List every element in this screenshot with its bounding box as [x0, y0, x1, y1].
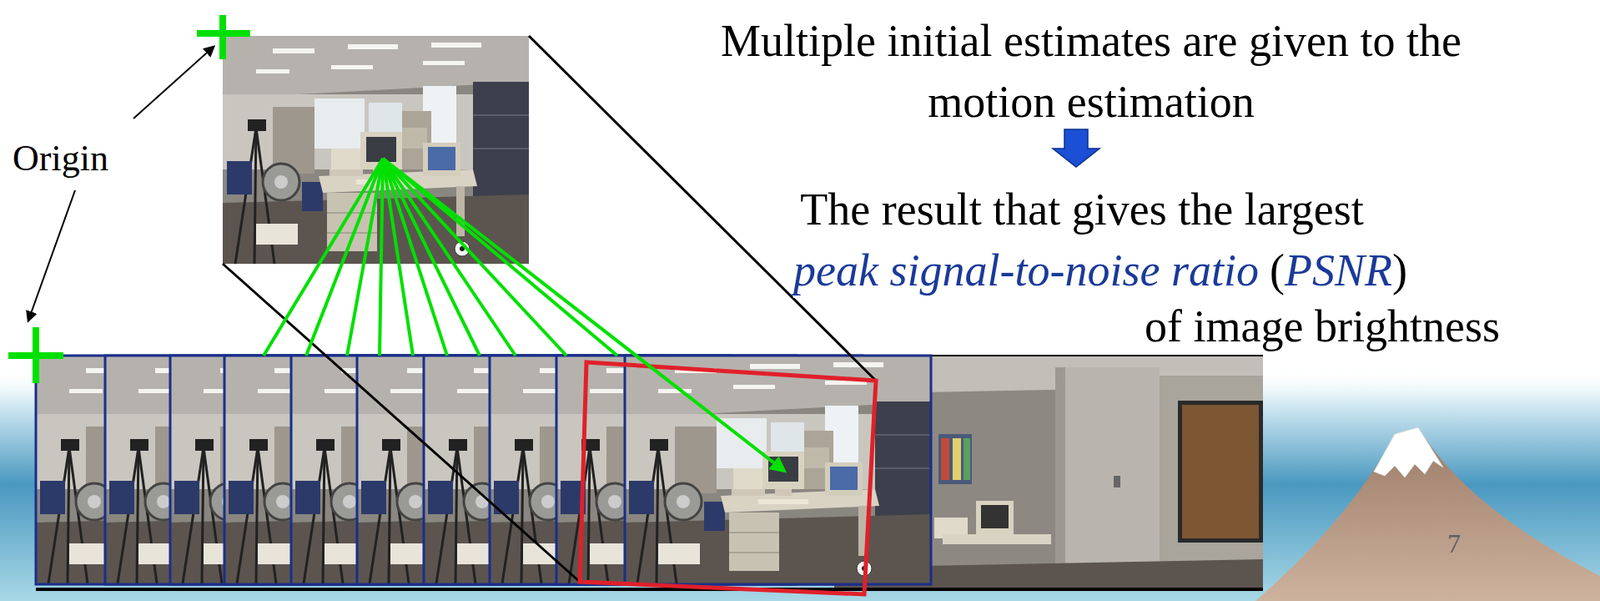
zoom-lines: [222, 35, 876, 582]
result-note: The result that gives the largest: [800, 182, 1364, 237]
origin-arrows: [28, 46, 214, 321]
reference-image: [222, 35, 529, 264]
mountain: [1255, 427, 1600, 601]
bracket: (: [1269, 243, 1285, 298]
result-note: of image brightness: [1144, 299, 1500, 354]
term-abbreviation: PSNR: [1284, 243, 1393, 298]
best-match-frame: [579, 362, 876, 594]
down-arrow: [1052, 129, 1100, 167]
origin-cross: [8, 15, 251, 383]
text-row: peak signal-to-noise ratio(PSNR): [793, 243, 1408, 298]
estimate-lines: [263, 158, 785, 471]
step-note: Multiple initial estimates are given to …: [707, 10, 1475, 133]
slide-number: 7: [1447, 527, 1461, 559]
panorama-strip: [35, 355, 1263, 590]
term-label: peak signal-to-noise ratio: [793, 243, 1259, 298]
origin-label: Origin: [12, 136, 109, 182]
bracket: ): [1392, 243, 1408, 298]
